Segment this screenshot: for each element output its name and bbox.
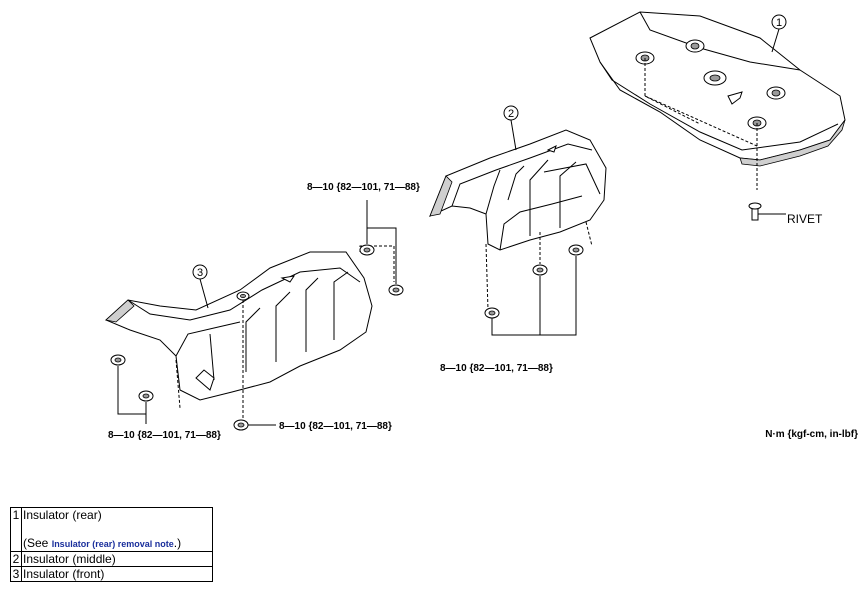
nut: [388, 284, 404, 296]
rivet: RIVET: [748, 202, 823, 226]
nut: [138, 390, 154, 402]
legend-item-name: Insulator (rear): [23, 508, 102, 522]
front-insulator: [105, 251, 373, 401]
rivet-label: RIVET: [787, 212, 823, 226]
torque-spec-front-top: 8—10 {82—101, 71—88}: [307, 182, 420, 193]
legend-note: (See Insulator (rear) removal note.): [23, 536, 182, 550]
svg-text:1: 1: [776, 17, 782, 29]
legend-number: 1: [10, 507, 22, 552]
removal-note-link[interactable]: Insulator (rear) removal note: [51, 539, 174, 549]
parts-legend-table: 1 Insulator (rear) (See Insulator (rear)…: [10, 507, 213, 582]
rear-insulator: [589, 11, 846, 190]
nut: [532, 264, 548, 276]
torque-spec-middle: 8—10 {82—101, 71—88}: [440, 363, 553, 374]
rear-insulator-mounts: [635, 39, 786, 130]
exploded-view-diagram: 1 RIVET 2 8—10 {82—101, 71—88}: [105, 11, 858, 441]
svg-text:2: 2: [508, 108, 514, 120]
svg-text:3: 3: [197, 267, 203, 279]
middle-insulator-nuts: [484, 244, 584, 336]
legend-number: 3: [10, 566, 22, 582]
callout-3: 3: [192, 264, 209, 309]
legend-row: 1 Insulator (rear) (See Insulator (rear)…: [10, 507, 213, 552]
torque-spec-front-left: 8—10 {82—101, 71—88}: [108, 430, 221, 441]
middle-insulator: [429, 129, 607, 251]
torque-unit-note: N·m {kgf-cm, in-lbf}: [765, 429, 858, 440]
nut: [568, 244, 584, 256]
nut: [359, 244, 375, 256]
nut: [484, 307, 500, 319]
nut: [233, 419, 249, 431]
legend-number: 2: [10, 551, 22, 567]
legend-item-name: Insulator (middle): [21, 551, 213, 567]
rear-insulator-arrow-icon: [727, 91, 743, 105]
legend-description: Insulator (rear) (See Insulator (rear) r…: [21, 507, 213, 552]
legend-row: 3 Insulator (front): [10, 566, 213, 582]
front-insulator-arrow-icon: [280, 275, 296, 283]
legend-row: 2 Insulator (middle): [10, 551, 213, 567]
torque-spec-front-bottom: 8—10 {82—101, 71—88}: [279, 421, 392, 432]
legend-item-name: Insulator (front): [21, 566, 213, 582]
nut: [110, 354, 126, 366]
callout-1: 1: [771, 14, 787, 53]
front-insulator-nuts: [110, 200, 404, 431]
callout-2: 2: [503, 105, 519, 151]
